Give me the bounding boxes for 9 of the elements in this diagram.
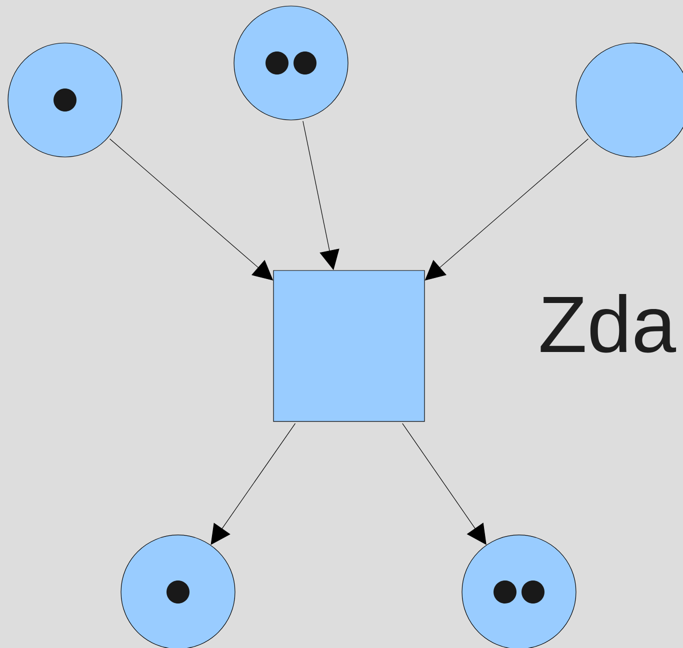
arrow bbox=[210, 423, 296, 545]
place-circle bbox=[120, 534, 236, 648]
place-circle bbox=[462, 534, 576, 648]
label-text: Zda bbox=[540, 294, 676, 353]
place-circle bbox=[576, 42, 683, 158]
place-circle bbox=[234, 6, 348, 120]
arrow bbox=[402, 423, 486, 545]
place-circle bbox=[8, 42, 122, 158]
transition-box bbox=[273, 270, 425, 422]
